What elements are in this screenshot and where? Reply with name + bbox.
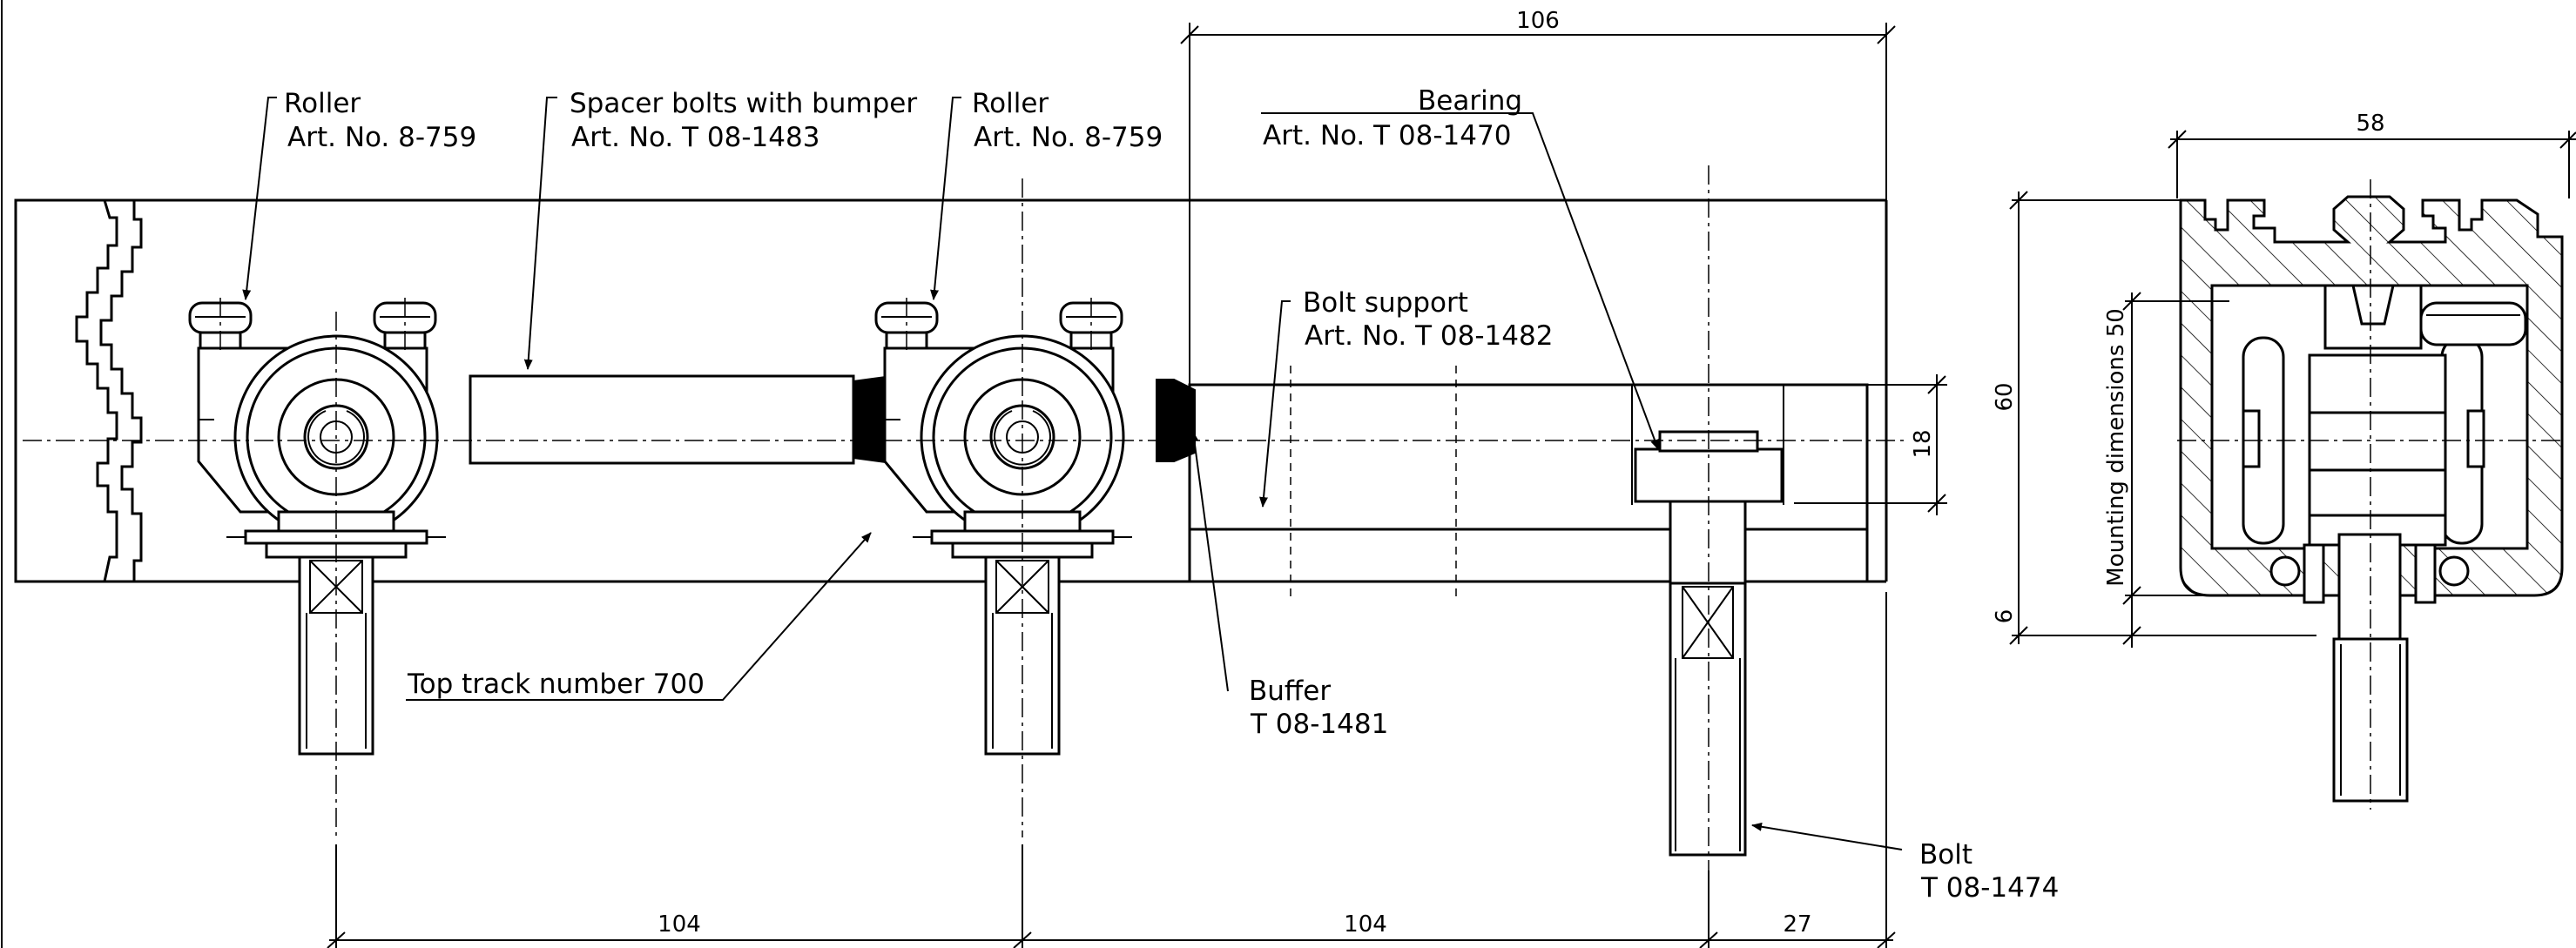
- spacer-name: Spacer bolts with bumper: [570, 88, 917, 119]
- spacer-bolt: [469, 374, 893, 465]
- spacer-art: Art. No. T 08-1483: [571, 122, 819, 153]
- center-lines: [23, 165, 1907, 871]
- roller-mid-name: Roller: [972, 88, 1049, 119]
- dim-18: 18: [1910, 429, 1936, 458]
- bolt-art: T 08-1474: [1920, 872, 2059, 904]
- roller-mid-art: Art. No. 8-759: [974, 122, 1163, 153]
- roller-left-name: Roller: [284, 88, 361, 119]
- part-labels: Roller Art. No. 8-759 Spacer bolts with …: [284, 85, 2059, 904]
- inner-carrier: [2177, 179, 2566, 810]
- buffer-name: Buffer: [1249, 676, 1331, 707]
- dim-106: 106: [1516, 8, 1560, 34]
- leader-lines: [242, 97, 1903, 851]
- dim-104-left: 104: [657, 911, 701, 938]
- cross-section-view: 58 60 Mounting dimensions 50 6: [1992, 111, 2576, 810]
- bearing-art: Art. No. T 08-1470: [1263, 120, 1511, 151]
- dim-58: 58: [2356, 111, 2384, 137]
- bolt-support-art: Art. No. T 08-1482: [1305, 320, 1553, 352]
- dim-60: 60: [1992, 382, 2018, 411]
- section-dimension-lines: [2009, 130, 2576, 648]
- bolt: [1669, 500, 1747, 857]
- bearing-name: Bearing: [1418, 85, 1522, 117]
- dimension-values: 106 104 104 27 18: [657, 8, 1936, 938]
- roller-left-art: Art. No. 8-759: [287, 122, 476, 153]
- dim-104-mid: 104: [1344, 911, 1387, 938]
- roller-middle: [874, 296, 1134, 756]
- bolt-support-name: Bolt support: [1303, 287, 1468, 319]
- buffer-art: T 08-1481: [1250, 709, 1388, 740]
- side-view: Roller Art. No. 8-759 Spacer bolts with …: [1, 0, 2059, 948]
- dim-mounting: Mounting dimensions 50: [2103, 308, 2129, 587]
- dimension-lines: [327, 23, 1947, 948]
- dim-6: 6: [1992, 609, 2018, 624]
- section-dimension-values: 58 60 Mounting dimensions 50 6: [1992, 111, 2385, 623]
- top-track-label: Top track number 700: [407, 669, 705, 700]
- bolt-name: Bolt: [1919, 839, 1972, 871]
- dim-27: 27: [1783, 911, 1811, 938]
